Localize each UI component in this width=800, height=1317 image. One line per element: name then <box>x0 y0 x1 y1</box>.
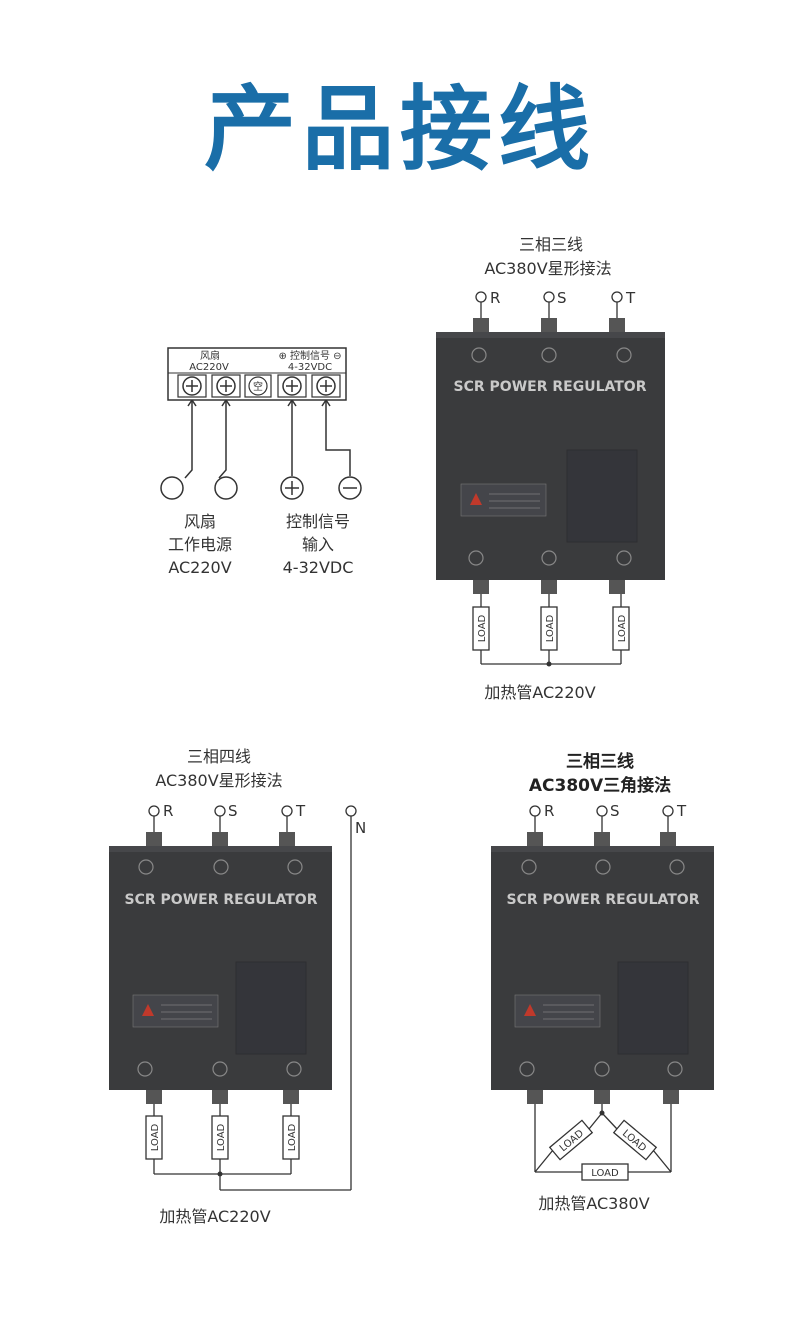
diagram-3-input-r: R <box>527 802 554 846</box>
fan-power-node-2 <box>214 476 238 500</box>
diagram-1-load-v-label: LOAD <box>545 614 556 642</box>
diagram-1-title-line-2: AC380V星形接法 <box>484 259 611 278</box>
signal-plus-icon <box>280 476 304 500</box>
diagram-1-title-line-1: 三相三线 <box>519 235 583 254</box>
diagram-2-load-v: LOAD <box>211 1115 229 1160</box>
diagram-1-input-t-label: T <box>625 289 636 307</box>
diagram-2-warning-icon <box>142 1004 154 1016</box>
terminal-signal-plus <box>277 374 307 398</box>
diagram-3-input-t: T <box>660 802 687 846</box>
signal-range: 4-32VDC <box>288 362 332 373</box>
diagram-1-regulator-unit: SCR POWER REGULATOR <box>436 332 665 580</box>
diagram-2-regulator-unit: SCR POWER REGULATOR <box>109 846 332 1090</box>
diagram-star-4wire: 三相四线 AC380V星形接法 R S T N <box>109 747 366 1226</box>
fan-voltage: AC220V <box>189 362 229 373</box>
fan-caption-2: 工作电源 <box>168 535 232 554</box>
page-title: 产品接线 <box>203 76 596 183</box>
diagram-delta-3wire: 三相三线 AC380V三角接法 R S T SCR POWER REGUL <box>491 751 714 1213</box>
diagram-2-load-w: LOAD <box>282 1115 300 1160</box>
diagram-2-title-line-2: AC380V星形接法 <box>155 771 282 790</box>
terminal-empty-label: 空 <box>253 380 263 393</box>
terminal-block: 风扇 AC220V ⊕ 控制信号 ⊖ 4-32VDC 空 <box>160 347 362 577</box>
signal-caption-3: 4-32VDC <box>283 558 354 577</box>
diagram-3-input-s-label: S <box>610 802 620 820</box>
diagram-2-input-n: N <box>345 805 366 837</box>
diagram-1-load-u-label: LOAD <box>477 614 488 642</box>
diagram-2-title-line-1: 三相四线 <box>187 747 251 766</box>
diagram-3-footer: 加热管AC380V <box>538 1194 649 1213</box>
diagram-3-input-r-label: R <box>544 802 554 820</box>
diagram-2-input-t-label: T <box>295 802 306 820</box>
diagram-3-load-bottom: LOAD <box>581 1163 629 1181</box>
terminal-signal-minus <box>311 374 341 398</box>
diagram-2-load-w-label: LOAD <box>287 1123 298 1151</box>
diagram-3-load-left: LOAD <box>548 1119 594 1161</box>
terminal-empty: 空 <box>244 374 272 398</box>
diagram-1-unit-label: SCR POWER REGULATOR <box>454 379 647 395</box>
diagram-2-input-r-label: R <box>163 802 173 820</box>
diagram-3-input-t-label: T <box>676 802 687 820</box>
signal-caption-1: 控制信号 <box>286 512 350 531</box>
terminal-fan-2 <box>211 374 241 398</box>
diagram-2-input-n-label: N <box>355 819 366 837</box>
fan-caption-1: 风扇 <box>184 512 216 531</box>
diagram-3-load-right: LOAD <box>612 1119 658 1161</box>
diagram-2-input-s-label: S <box>228 802 238 820</box>
terminal-wires <box>184 399 351 479</box>
fan-power-node-1 <box>160 476 184 500</box>
diagram-2-input-s: S <box>212 802 238 846</box>
diagram-2-footer: 加热管AC220V <box>159 1207 270 1226</box>
diagram-1-footer: 加热管AC220V <box>484 683 595 702</box>
diagram-1-load-u: LOAD <box>472 606 490 651</box>
diagram-3-input-s: S <box>594 802 620 846</box>
diagram-3-warning-icon <box>524 1004 536 1016</box>
fan-caption-3: AC220V <box>168 558 231 577</box>
signal-minus-icon <box>338 476 362 500</box>
diagram-3-regulator-unit: SCR POWER REGULATOR <box>491 846 714 1090</box>
diagram-3-unit-label: SCR POWER REGULATOR <box>507 892 700 908</box>
diagram-2-input-r: R <box>146 802 173 846</box>
diagram-1-warning-icon <box>470 493 482 505</box>
fan-header: 风扇 <box>200 349 220 362</box>
signal-caption-2: 输入 <box>302 535 334 554</box>
diagram-1-load-w: LOAD <box>612 606 630 651</box>
diagram-1-input-r: R <box>473 289 500 332</box>
diagram-1-load-v: LOAD <box>540 606 558 651</box>
diagram-2-load-v-label: LOAD <box>216 1123 227 1151</box>
diagram-2-unit-label: SCR POWER REGULATOR <box>125 892 318 908</box>
diagram-1-input-t: T <box>609 289 636 332</box>
diagram-2-load-u-label: LOAD <box>150 1123 161 1151</box>
diagram-2-load-u: LOAD <box>145 1115 163 1160</box>
diagram-star-3wire: 三相三线 AC380V星形接法 R S T SCR P <box>436 235 665 702</box>
diagram-3-title-line-1: 三相三线 <box>566 751 634 772</box>
diagram-3-load-bottom-label: LOAD <box>591 1168 619 1179</box>
diagram-1-input-s: S <box>541 289 567 332</box>
signal-header: ⊕ 控制信号 ⊖ <box>278 349 341 362</box>
diagram-1-input-s-label: S <box>557 289 567 307</box>
diagram-2-input-t: T <box>279 802 306 846</box>
terminal-fan-1 <box>177 374 207 398</box>
diagram-3-title-line-2: AC380V三角接法 <box>529 775 671 796</box>
diagram-1-input-r-label: R <box>490 289 500 307</box>
diagram-1-load-w-label: LOAD <box>617 614 628 642</box>
